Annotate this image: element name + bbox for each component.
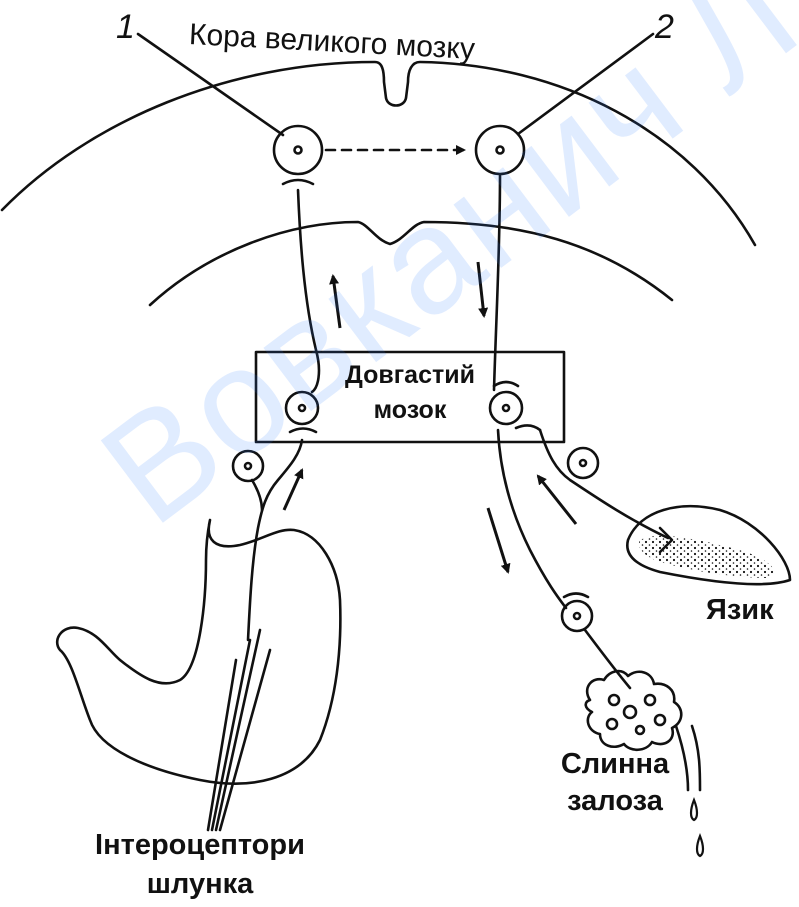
gland-lobule-5 (607, 719, 617, 729)
label-neuron-2: 2 (655, 8, 674, 47)
gland-lobule-1 (609, 695, 619, 705)
efferent-ganglion (562, 601, 592, 631)
label-medulla-line1: Довгастий (256, 358, 564, 393)
postganglionic-fiber (585, 630, 630, 688)
salivary-gland-outline (586, 671, 682, 750)
interoceptor-leader-lines (208, 630, 270, 830)
gland-lobule-4 (655, 715, 665, 725)
label-tongue: Язик (706, 594, 774, 627)
label-intero-line1: Інтероцептори (60, 826, 340, 865)
label-medulla: Довгастий мозок (256, 358, 564, 428)
gland-lobule-6 (636, 726, 644, 734)
gland-lobule-3 (645, 695, 655, 705)
label-neuron-1: 1 (116, 8, 135, 47)
tongue-sensory-ganglion (568, 448, 598, 478)
arrow-efferent (488, 508, 508, 572)
gland-lobule-2 (624, 706, 636, 718)
cortex-neuron-1-nucleus (295, 147, 302, 154)
label-intero-line2: шлунка (60, 865, 340, 904)
label-salivary-gland: Слинна залоза (530, 746, 700, 820)
label-interoceptors: Інтероцептори шлунка (60, 826, 340, 904)
efferent-ganglion-nucleus (574, 613, 580, 619)
tongue-afferent-fiber (540, 430, 668, 538)
arrow-stomach-afferent (284, 470, 302, 510)
synapse-cortex-1 (283, 180, 313, 184)
label-gland-line1: Слинна (530, 746, 700, 783)
synapse-efferent (564, 594, 588, 598)
label-medulla-line2: мозок (256, 393, 564, 428)
stomach-outline (57, 520, 340, 784)
tongue-ganglion-nucleus (580, 460, 586, 466)
arrow-tongue-afferent (538, 476, 576, 524)
salivary-efferent-fiber (498, 430, 566, 608)
saliva-drop-2 (697, 836, 703, 856)
label-gland-line2: залоза (530, 783, 700, 820)
